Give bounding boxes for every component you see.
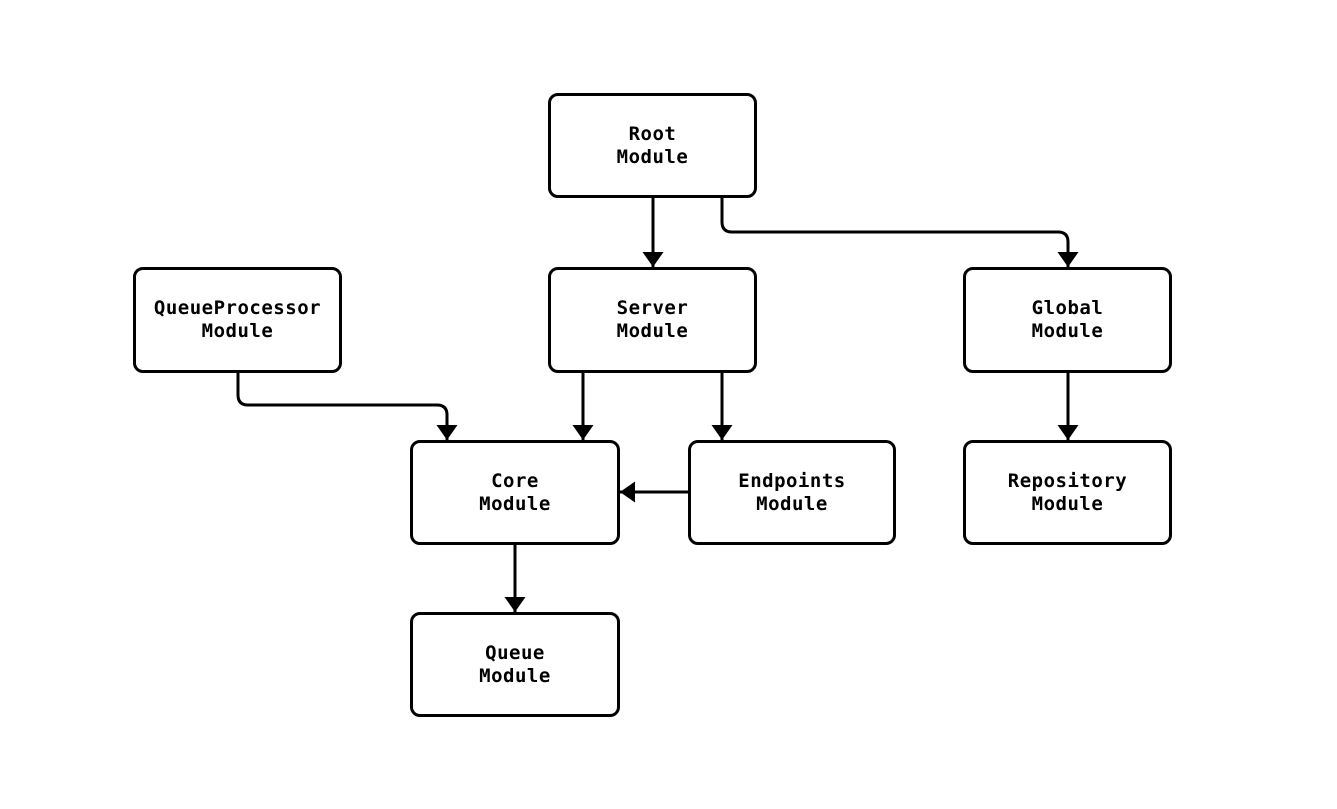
node-root-module: Root Module (548, 93, 757, 198)
node-label-core-module: Core Module (479, 469, 551, 515)
node-core-module: Core Module (410, 440, 620, 545)
node-queue-module: Queue Module (410, 612, 620, 717)
node-label-queue-module: Queue Module (479, 641, 551, 687)
edge-queueprocessor-module-to-core-module (236, 373, 458, 440)
node-label-global-module: Global Module (1031, 297, 1104, 342)
node-label-queueprocessor-module: QueueProcessor Module (153, 297, 322, 342)
node-server-module: Server Module (548, 267, 757, 373)
node-repository-module: Repository Module (963, 440, 1172, 545)
node-queueprocessor-module: QueueProcessor Module (133, 267, 342, 373)
node-global-module: Global Module (963, 267, 1172, 373)
node-label-server-module: Server Module (616, 297, 689, 342)
node-label-repository-module: Repository Module (1007, 469, 1128, 515)
node-label-root-module: Root Module (616, 122, 689, 168)
node-label-endpoints-module: Endpoints Module (738, 469, 846, 515)
edge-root-module-to-global-module (720, 198, 1079, 267)
node-endpoints-module: Endpoints Module (688, 440, 896, 545)
